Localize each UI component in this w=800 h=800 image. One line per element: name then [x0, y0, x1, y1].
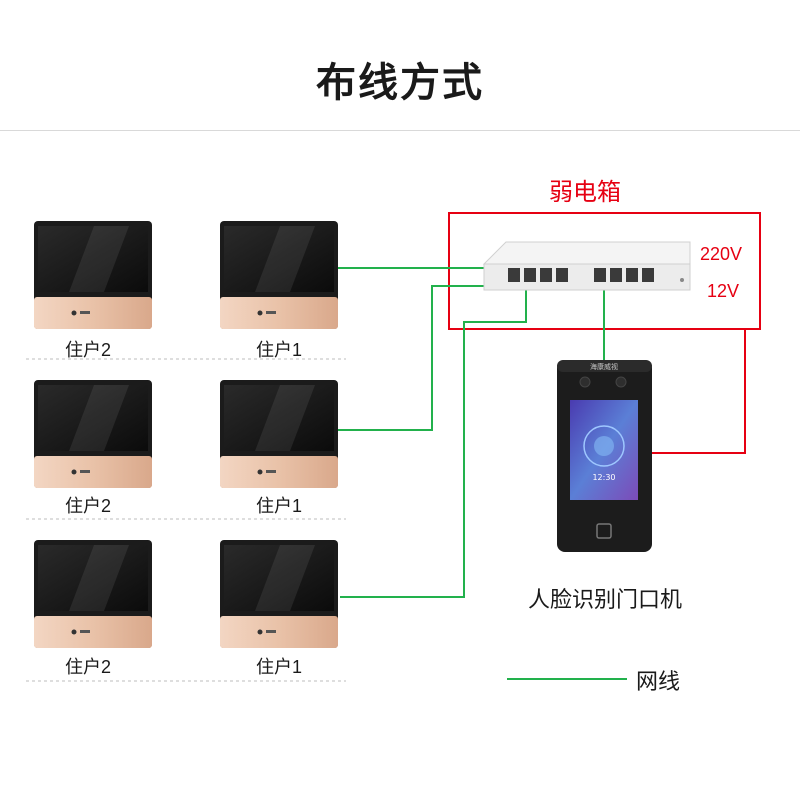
resident-label: 住户2: [65, 496, 112, 516]
camera-icon: [579, 376, 591, 388]
fingerprint-icon: [596, 523, 612, 539]
switch-led: [680, 278, 684, 282]
network-cable: [338, 285, 488, 431]
face-recognition-terminal: 海康威视 12:30: [557, 360, 652, 552]
voltage-220-label: 220V: [700, 244, 743, 264]
page-title: 布线方式: [316, 61, 484, 105]
switch-port: [524, 268, 536, 282]
weak-current-box-title: 弱电箱: [549, 179, 621, 206]
poe-switch: [482, 241, 691, 291]
indoor-monitor: [220, 221, 338, 329]
indoor-monitor: [220, 540, 338, 648]
clock-text: 12:30: [592, 473, 615, 482]
indoor-monitor: [220, 380, 338, 488]
network-cable: [340, 287, 527, 598]
voltage-12-label: 12V: [707, 281, 740, 301]
power-line: [652, 329, 746, 454]
switch-port: [626, 268, 638, 282]
switch-port: [540, 268, 552, 282]
resident-label: 住户1: [256, 496, 303, 516]
indoor-monitor: [34, 380, 152, 488]
resident-label: 住户2: [65, 657, 112, 677]
indoor-monitor: [34, 540, 152, 648]
switch-port: [556, 268, 568, 282]
title-divider: [0, 130, 800, 131]
switch-port: [508, 268, 520, 282]
switch-port: [642, 268, 654, 282]
switch-port: [594, 268, 606, 282]
indoor-monitor: [34, 221, 152, 329]
face-terminal-label: 人脸识别门口机: [527, 587, 682, 612]
device-brand-text: 海康威视: [590, 362, 618, 371]
camera-icon: [615, 376, 627, 388]
resident-label: 住户1: [256, 340, 303, 360]
resident-label: 住户1: [256, 657, 303, 677]
switch-port: [610, 268, 622, 282]
legend-label: 网线: [636, 669, 681, 694]
resident-label: 住户2: [65, 340, 112, 360]
